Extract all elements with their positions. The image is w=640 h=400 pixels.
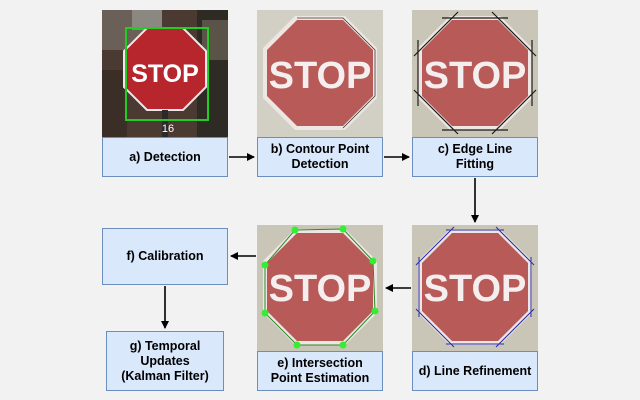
intersection-photo-svg: STOP xyxy=(257,225,383,351)
step-a-detection: a) Detection xyxy=(102,137,228,177)
stop-sign-text-e: STOP xyxy=(269,268,372,310)
step-f-calibration: f) Calibration xyxy=(102,228,228,285)
image-detection: STOP 16 xyxy=(102,10,228,137)
step-e-intersection-point-estimation: e) Intersection Point Estimation xyxy=(257,351,383,391)
step-b-contour-point-detection: b) Contour Point Detection xyxy=(257,137,383,177)
edge-fitting-photo-svg: STOP xyxy=(412,10,538,137)
refinement-photo-svg: STOP xyxy=(412,225,538,351)
image-edge-line-fitting: STOP xyxy=(412,10,538,137)
stop-sign-text-d: STOP xyxy=(424,268,527,310)
step-g-temporal-updates: g) Temporal Updates (Kalman Filter) xyxy=(106,331,224,391)
image-contour-points: STOP xyxy=(257,10,383,137)
post-number: 16 xyxy=(162,123,174,135)
contour-photo-svg: STOP xyxy=(257,10,383,137)
stop-sign-text-c: STOP xyxy=(424,55,527,97)
stop-sign-text-b: STOP xyxy=(269,55,372,97)
image-intersection-points: STOP xyxy=(257,225,383,351)
stop-sign-text-a: STOP xyxy=(131,60,199,88)
step-d-line-refinement: d) Line Refinement xyxy=(412,351,538,391)
detection-photo-svg: STOP 16 xyxy=(102,10,228,137)
image-line-refinement: STOP xyxy=(412,225,538,351)
step-c-edge-line-fitting: c) Edge Line Fitting xyxy=(412,137,538,177)
